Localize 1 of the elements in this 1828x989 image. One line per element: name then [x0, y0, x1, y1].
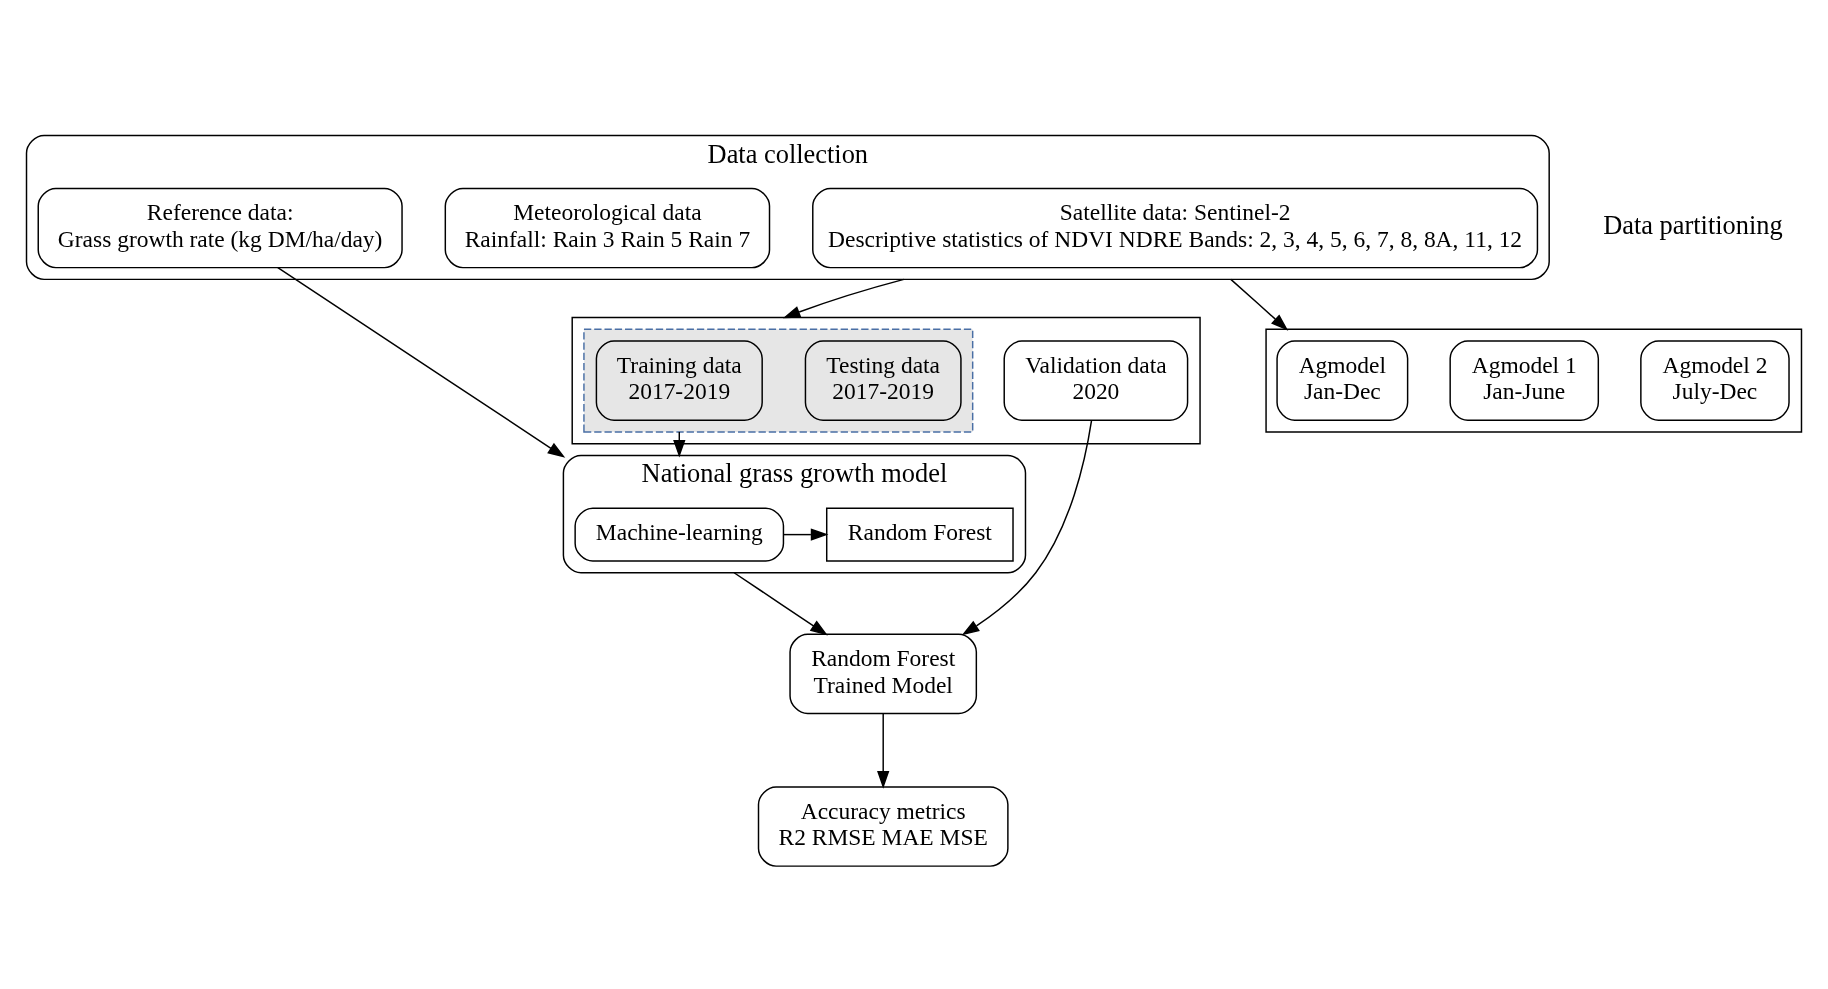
label: Data partitioning [1603, 209, 1783, 240]
